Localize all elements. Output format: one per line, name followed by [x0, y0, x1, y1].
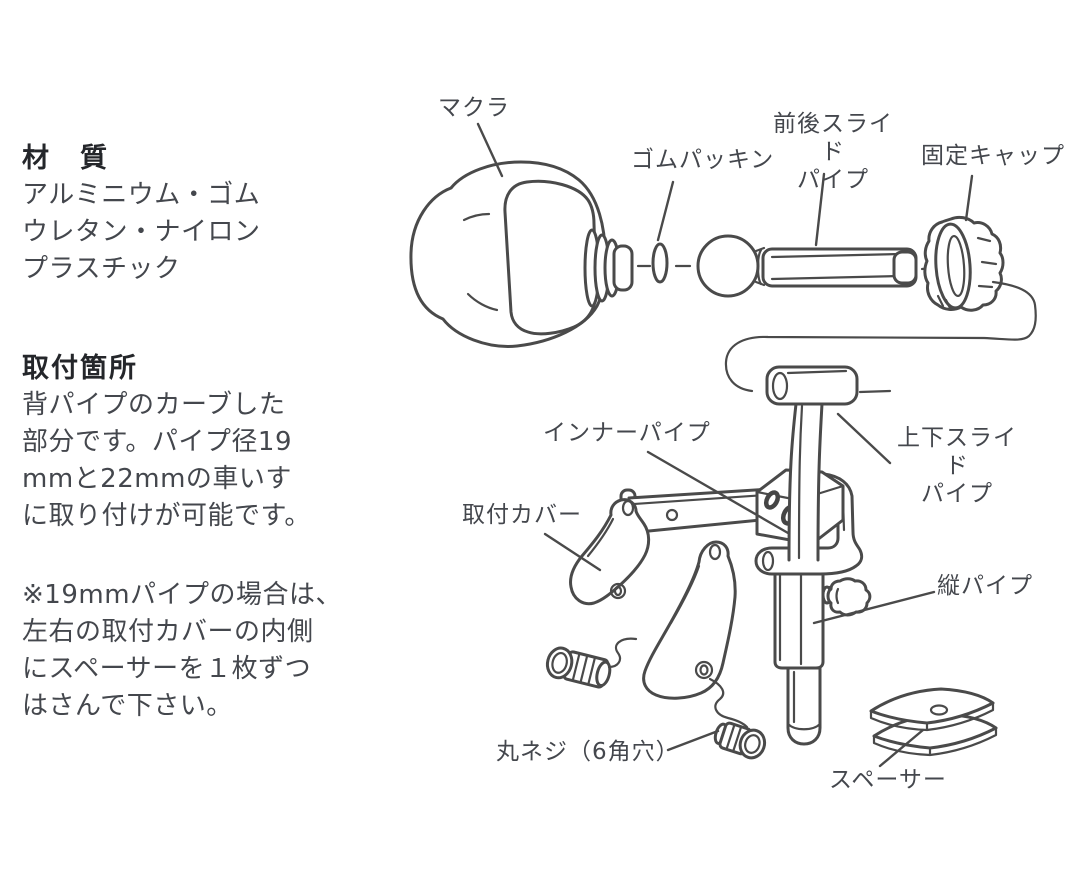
label-spacer: スペーサー — [829, 767, 947, 793]
material-heading: 材 質 — [22, 143, 109, 174]
leader-tate-pipe — [812, 590, 936, 625]
note-line: はさんで下さい。 — [22, 691, 233, 721]
mounting-line: mmと22mmの車いす — [22, 464, 292, 494]
round-screw-upper-drawing — [545, 646, 612, 689]
material-section: 材 質 アルミニウム・ゴム ウレタン・ナイロン プラスチック — [22, 140, 342, 288]
t-handle-drawing — [765, 365, 859, 406]
socket-end — [612, 244, 634, 292]
screw-path-squiggle — [708, 677, 749, 729]
label-inner-pipe: インナーパイプ — [543, 420, 711, 446]
label-kotei-cap: 固定キャップ — [921, 143, 1065, 169]
screw-path-squiggle — [607, 637, 638, 669]
leader-inner-pipe — [646, 450, 790, 535]
material-line: プラスチック — [22, 254, 181, 284]
leader-lines — [476, 122, 974, 768]
label-gomu-packing: ゴムパッキン — [631, 147, 775, 173]
material-line: アルミニウム・ゴム — [22, 180, 261, 210]
round-screw-lower-drawing — [713, 721, 767, 760]
mounting-heading: 取付箇所 — [22, 353, 138, 384]
label-joge-slide-line2: パイプ — [921, 481, 993, 507]
label-toritsuke-cover: 取付カバー — [462, 502, 582, 528]
mounting-cover-left-drawing — [569, 498, 651, 606]
connector-wire — [724, 280, 1037, 393]
label-zengo-slide-line2: パイプ — [797, 167, 869, 193]
label-zengo-slide: 前後スライド パイプ — [762, 110, 904, 194]
label-maru-neji: 丸ネジ（6角穴） — [496, 739, 680, 765]
mounting-line: に取り付けが可能です。 — [22, 501, 311, 531]
label-joge-slide-line1: 上下スライド — [897, 425, 1017, 479]
leader-kotei-cap — [964, 174, 974, 222]
note-line: ※19mmパイプの場合は、 — [22, 580, 343, 610]
note-section: ※19mmパイプの場合は、 左右の取付カバーの内側 にスペーサーを１枚ずつ はさ… — [22, 577, 342, 725]
label-tate-pipe: 縦パイプ — [937, 573, 1033, 599]
spacer-drawing — [869, 687, 998, 757]
mounting-line: 部分です。パイプ径19 — [22, 427, 292, 457]
leader-toritsuke-cover — [543, 532, 602, 572]
leader-gomu-packing — [656, 180, 675, 242]
label-joge-slide: 上下スライド パイプ — [886, 424, 1028, 508]
updown-slide-stem-drawing — [787, 402, 824, 562]
mounting-section: 取付箇所 背パイプのカーブした 部分です。パイプ径19 mmと22mmの車いす … — [22, 350, 342, 535]
vertical-pipe-drawing — [773, 554, 825, 746]
mounting-line: 背パイプのカーブした — [22, 390, 286, 420]
leader-makura — [476, 122, 504, 178]
note-line: にスペーサーを１枚ずつ — [22, 654, 312, 684]
fixing-cap-drawing — [923, 215, 1005, 312]
note-line: 左右の取付カバーの内側 — [22, 617, 314, 647]
rubber-gasket-drawing — [651, 242, 669, 284]
leader-joge-slide — [836, 412, 892, 465]
headrest-drawing — [409, 160, 634, 348]
slide-pipe-drawing — [696, 234, 918, 298]
material-line: ウレタン・ナイロン — [22, 217, 261, 247]
leader-zengo-slide — [814, 172, 826, 247]
leader-maru-neji — [666, 729, 720, 752]
mounting-cover-front-drawing — [642, 540, 737, 700]
label-zengo-slide-line1: 前後スライド — [773, 111, 893, 165]
info-panel: 材 質 アルミニウム・ゴム ウレタン・ナイロン プラスチック 取付箇所 背パイプ… — [22, 140, 342, 758]
leader-spacer — [878, 728, 925, 768]
label-makura: マクラ — [438, 95, 510, 121]
alignment-dash — [858, 389, 892, 394]
